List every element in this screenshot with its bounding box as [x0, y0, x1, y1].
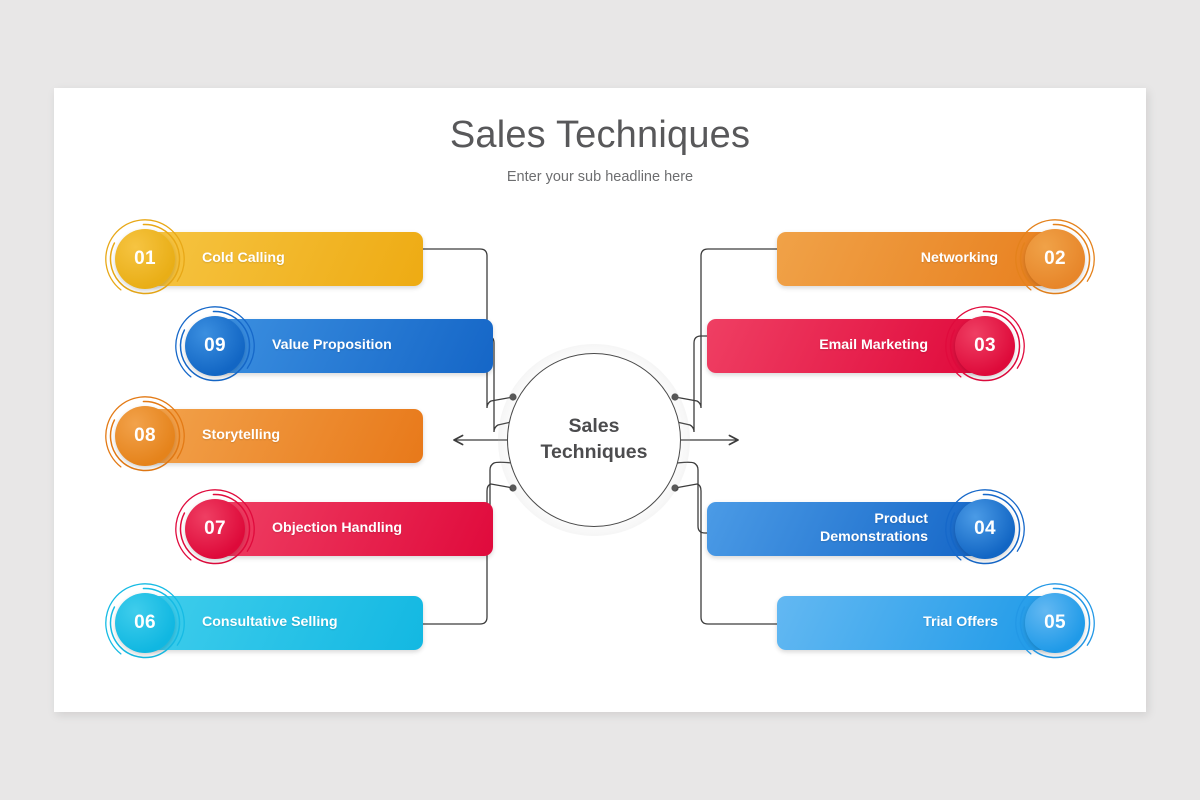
technique-badge-disc: 06	[115, 593, 175, 653]
central-hub[interactable]: Sales Techniques	[498, 344, 690, 536]
technique-number: 04	[974, 518, 996, 539]
badge-rings	[105, 219, 185, 299]
badge-rings	[945, 306, 1025, 386]
technique-item-02[interactable]: Networking 02	[777, 219, 1096, 299]
technique-bar[interactable]: Value Proposition	[218, 319, 493, 373]
technique-badge[interactable]: 05	[1014, 582, 1096, 664]
technique-item-05[interactable]: Trial Offers 05	[777, 583, 1096, 663]
hub-label: Sales Techniques	[540, 415, 648, 463]
technique-badge[interactable]: 09	[174, 305, 256, 387]
technique-number: 07	[204, 518, 226, 539]
badge-rings	[175, 306, 255, 386]
technique-badge[interactable]: 08	[104, 395, 186, 477]
technique-number: 08	[134, 425, 156, 446]
technique-badge[interactable]: 01	[104, 218, 186, 300]
technique-item-07[interactable]: Objection Handling 07	[174, 489, 493, 569]
technique-badge-disc: 05	[1025, 593, 1085, 653]
technique-label: Storytelling	[202, 427, 281, 444]
technique-label: Networking	[920, 250, 998, 267]
technique-number: 02	[1044, 248, 1066, 269]
technique-item-08[interactable]: Storytelling 08	[104, 396, 423, 476]
technique-badge[interactable]: 07	[174, 488, 256, 570]
slide-canvas: Sales Techniques Enter your sub headline…	[54, 88, 1146, 712]
technique-badge-disc: 08	[115, 406, 175, 466]
technique-number: 06	[134, 612, 156, 633]
technique-label: Trial Offers	[923, 614, 998, 631]
slide-header: Sales Techniques Enter your sub headline…	[54, 114, 1146, 185]
technique-item-04[interactable]: Product Demonstrations 04	[707, 489, 1026, 569]
badge-rings	[105, 583, 185, 663]
page-title: Sales Techniques	[449, 114, 751, 156]
technique-label: Email Marketing	[819, 337, 928, 354]
technique-item-03[interactable]: Email Marketing 03	[707, 306, 1026, 386]
technique-badge-disc: 09	[185, 316, 245, 376]
hub-circle: Sales Techniques	[507, 353, 681, 527]
badge-rings	[945, 489, 1025, 569]
technique-number: 09	[204, 335, 226, 356]
badge-rings	[105, 396, 185, 476]
badge-rings	[1015, 583, 1095, 663]
badge-rings	[175, 489, 255, 569]
page-subtitle: Enter your sub headline here	[506, 168, 694, 185]
technique-number: 01	[134, 248, 156, 269]
technique-bar[interactable]: Product Demonstrations	[707, 502, 982, 556]
technique-label: Objection Handling	[272, 520, 403, 537]
technique-badge-disc: 07	[185, 499, 245, 559]
technique-badge[interactable]: 06	[104, 582, 186, 664]
technique-item-09[interactable]: Value Proposition 09	[174, 306, 493, 386]
technique-bar[interactable]: Consultative Selling	[148, 596, 423, 650]
technique-badge-disc: 04	[955, 499, 1015, 559]
technique-bar[interactable]: Storytelling	[148, 409, 423, 463]
technique-badge[interactable]: 02	[1014, 218, 1096, 300]
technique-bar[interactable]: Networking	[777, 232, 1052, 286]
technique-label: Value Proposition	[272, 337, 392, 354]
technique-bar[interactable]: Cold Calling	[148, 232, 423, 286]
technique-badge[interactable]: 03	[944, 305, 1026, 387]
technique-label: Product Demonstrations	[820, 511, 928, 545]
technique-label: Consultative Selling	[202, 614, 338, 631]
technique-number: 05	[1044, 612, 1066, 633]
technique-number: 03	[974, 335, 996, 356]
technique-badge-disc: 02	[1025, 229, 1085, 289]
technique-badge[interactable]: 04	[944, 488, 1026, 570]
technique-bar[interactable]: Trial Offers	[777, 596, 1052, 650]
technique-label: Cold Calling	[202, 250, 285, 267]
badge-rings	[1015, 219, 1095, 299]
technique-item-01[interactable]: Cold Calling 01	[104, 219, 423, 299]
technique-bar[interactable]: Objection Handling	[218, 502, 493, 556]
technique-badge-disc: 03	[955, 316, 1015, 376]
technique-bar[interactable]: Email Marketing	[707, 319, 982, 373]
technique-item-06[interactable]: Consultative Selling 06	[104, 583, 423, 663]
technique-badge-disc: 01	[115, 229, 175, 289]
